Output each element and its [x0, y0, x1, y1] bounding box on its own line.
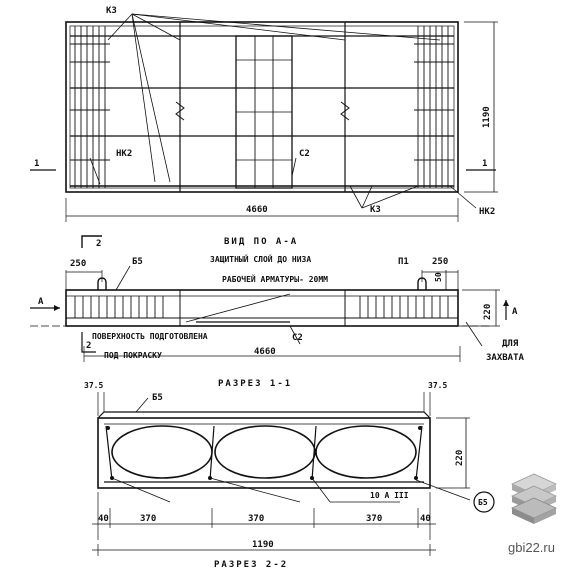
dim-370-2: 370 — [248, 514, 264, 524]
dim-4660-view: 4660 — [254, 347, 276, 357]
leader-b5 — [115, 265, 131, 291]
cut-2-marker — [81, 235, 102, 248]
dim-37-5-left: 37.5 — [84, 381, 103, 390]
break-mark — [175, 101, 185, 121]
plan-left-mesh — [70, 26, 110, 188]
section-mark-left: 1 — [34, 159, 39, 169]
label-b5-section: Б5 — [152, 393, 163, 403]
grip-note-line2: ЗАХВАТА — [486, 353, 525, 363]
leader-k3-bottom — [361, 185, 373, 209]
leader-k3 — [131, 13, 346, 41]
section-1-1: РАЗРЕЗ 1-1 — [84, 379, 495, 556]
dim-40-left: 40 — [98, 514, 109, 524]
leader-c2 — [291, 157, 297, 177]
dim-40-right: 40 — [420, 514, 431, 524]
dim-height-text: 1190 — [482, 106, 492, 128]
dim-250-left: 250 — [70, 259, 86, 269]
cut-a-arrow — [54, 305, 60, 311]
callout-b5-text: Б5 — [478, 498, 488, 507]
leader-k3 — [131, 13, 441, 41]
leader-grip — [465, 321, 483, 347]
cover-note-line2: РАБОЧЕЙ АРМАТУРЫ- 20ММ — [222, 273, 328, 284]
dim-250-right: 250 — [432, 257, 448, 267]
label-p1: П1 — [398, 257, 409, 267]
leader-k3 — [131, 13, 181, 41]
end-bar-left — [105, 425, 113, 481]
break-mark — [340, 101, 350, 121]
watermark-logo — [511, 473, 557, 524]
plan-right-mesh — [414, 26, 454, 188]
label-nk2-right: НК2 — [479, 207, 495, 217]
view-a-right-stirrups — [359, 296, 449, 318]
void-center — [214, 425, 316, 479]
view-a-left-stirrups — [74, 296, 164, 318]
view-a-title: ВИД ПО А-А — [224, 237, 298, 247]
dim-220: 220 — [483, 304, 493, 320]
dim-37-5-right: 37.5 — [428, 381, 447, 390]
callout-circle-b5 — [473, 491, 495, 513]
void-left — [111, 425, 213, 479]
surface-note-line1: ПОВЕРХНОСТЬ ПОДГОТОВЛЕНА — [92, 332, 208, 341]
leader-nk2 — [89, 157, 101, 185]
section-top-chamfer — [97, 411, 431, 419]
dim-length-text: 4660 — [246, 205, 268, 215]
plan-view: К3 НК2 С2 К3 НК2 1 1 4660 1190 2 — [30, 6, 498, 249]
watermark-text: gbi22.ru — [508, 540, 555, 555]
rib-bar — [311, 425, 317, 481]
label-c2: С2 — [299, 149, 310, 159]
cut-2-marker-lower — [81, 332, 96, 353]
rib-bar — [209, 425, 215, 481]
dim-370-1: 370 — [140, 514, 156, 524]
section-outline — [97, 417, 431, 489]
cut-a-left: А — [38, 297, 44, 307]
dim-50: 50 — [434, 272, 443, 282]
leader-k3 — [131, 13, 171, 183]
section-mark-right: 1 — [482, 159, 487, 169]
cover-note-line1: ЗАЩИТНЫЙ СЛОЙ ДО НИЗА — [210, 253, 311, 264]
label-c2-view: С2 — [292, 333, 303, 343]
view-a-a: ВИД ПО А-А — [30, 237, 525, 363]
end-bar-right — [415, 425, 423, 481]
leader-b5-section — [135, 397, 149, 413]
leader-k3-bottom — [361, 185, 419, 209]
leader-k3 — [107, 13, 133, 41]
dim-370-3: 370 — [366, 514, 382, 524]
label-nk2-left: НК2 — [116, 149, 132, 159]
label-rebar: 10 А III — [370, 491, 409, 500]
dim-height-section: 220 — [455, 450, 465, 466]
grip-note-line1: ДЛЯ — [502, 339, 519, 349]
cut-2-label-lower: 2 — [86, 341, 91, 351]
void-right — [315, 425, 417, 479]
label-k3-top: К3 — [106, 6, 117, 16]
leader-nk2-right — [449, 185, 477, 209]
leader-k3 — [131, 13, 156, 183]
cut-2-label: 2 — [96, 239, 101, 249]
leader-k3-bottom — [349, 185, 363, 209]
section-2-title: РАЗРЕЗ 2-2 — [214, 560, 288, 570]
label-b5: Б5 — [132, 257, 143, 267]
cut-a-right: А — [512, 307, 518, 317]
section-1-title: РАЗРЕЗ 1-1 — [218, 379, 292, 389]
leader-c2-view — [289, 325, 301, 345]
dim-1190: 1190 — [252, 540, 274, 550]
plan-outline — [65, 21, 459, 193]
plan-center-mesh-c2 — [235, 35, 293, 189]
leader-cover — [185, 293, 291, 323]
label-k3-bottom: К3 — [370, 205, 381, 215]
surface-note-line2: ПОД ПОКРАСКУ — [104, 351, 162, 360]
plan-inner-outline — [69, 25, 455, 189]
view-a-outline — [65, 289, 459, 327]
